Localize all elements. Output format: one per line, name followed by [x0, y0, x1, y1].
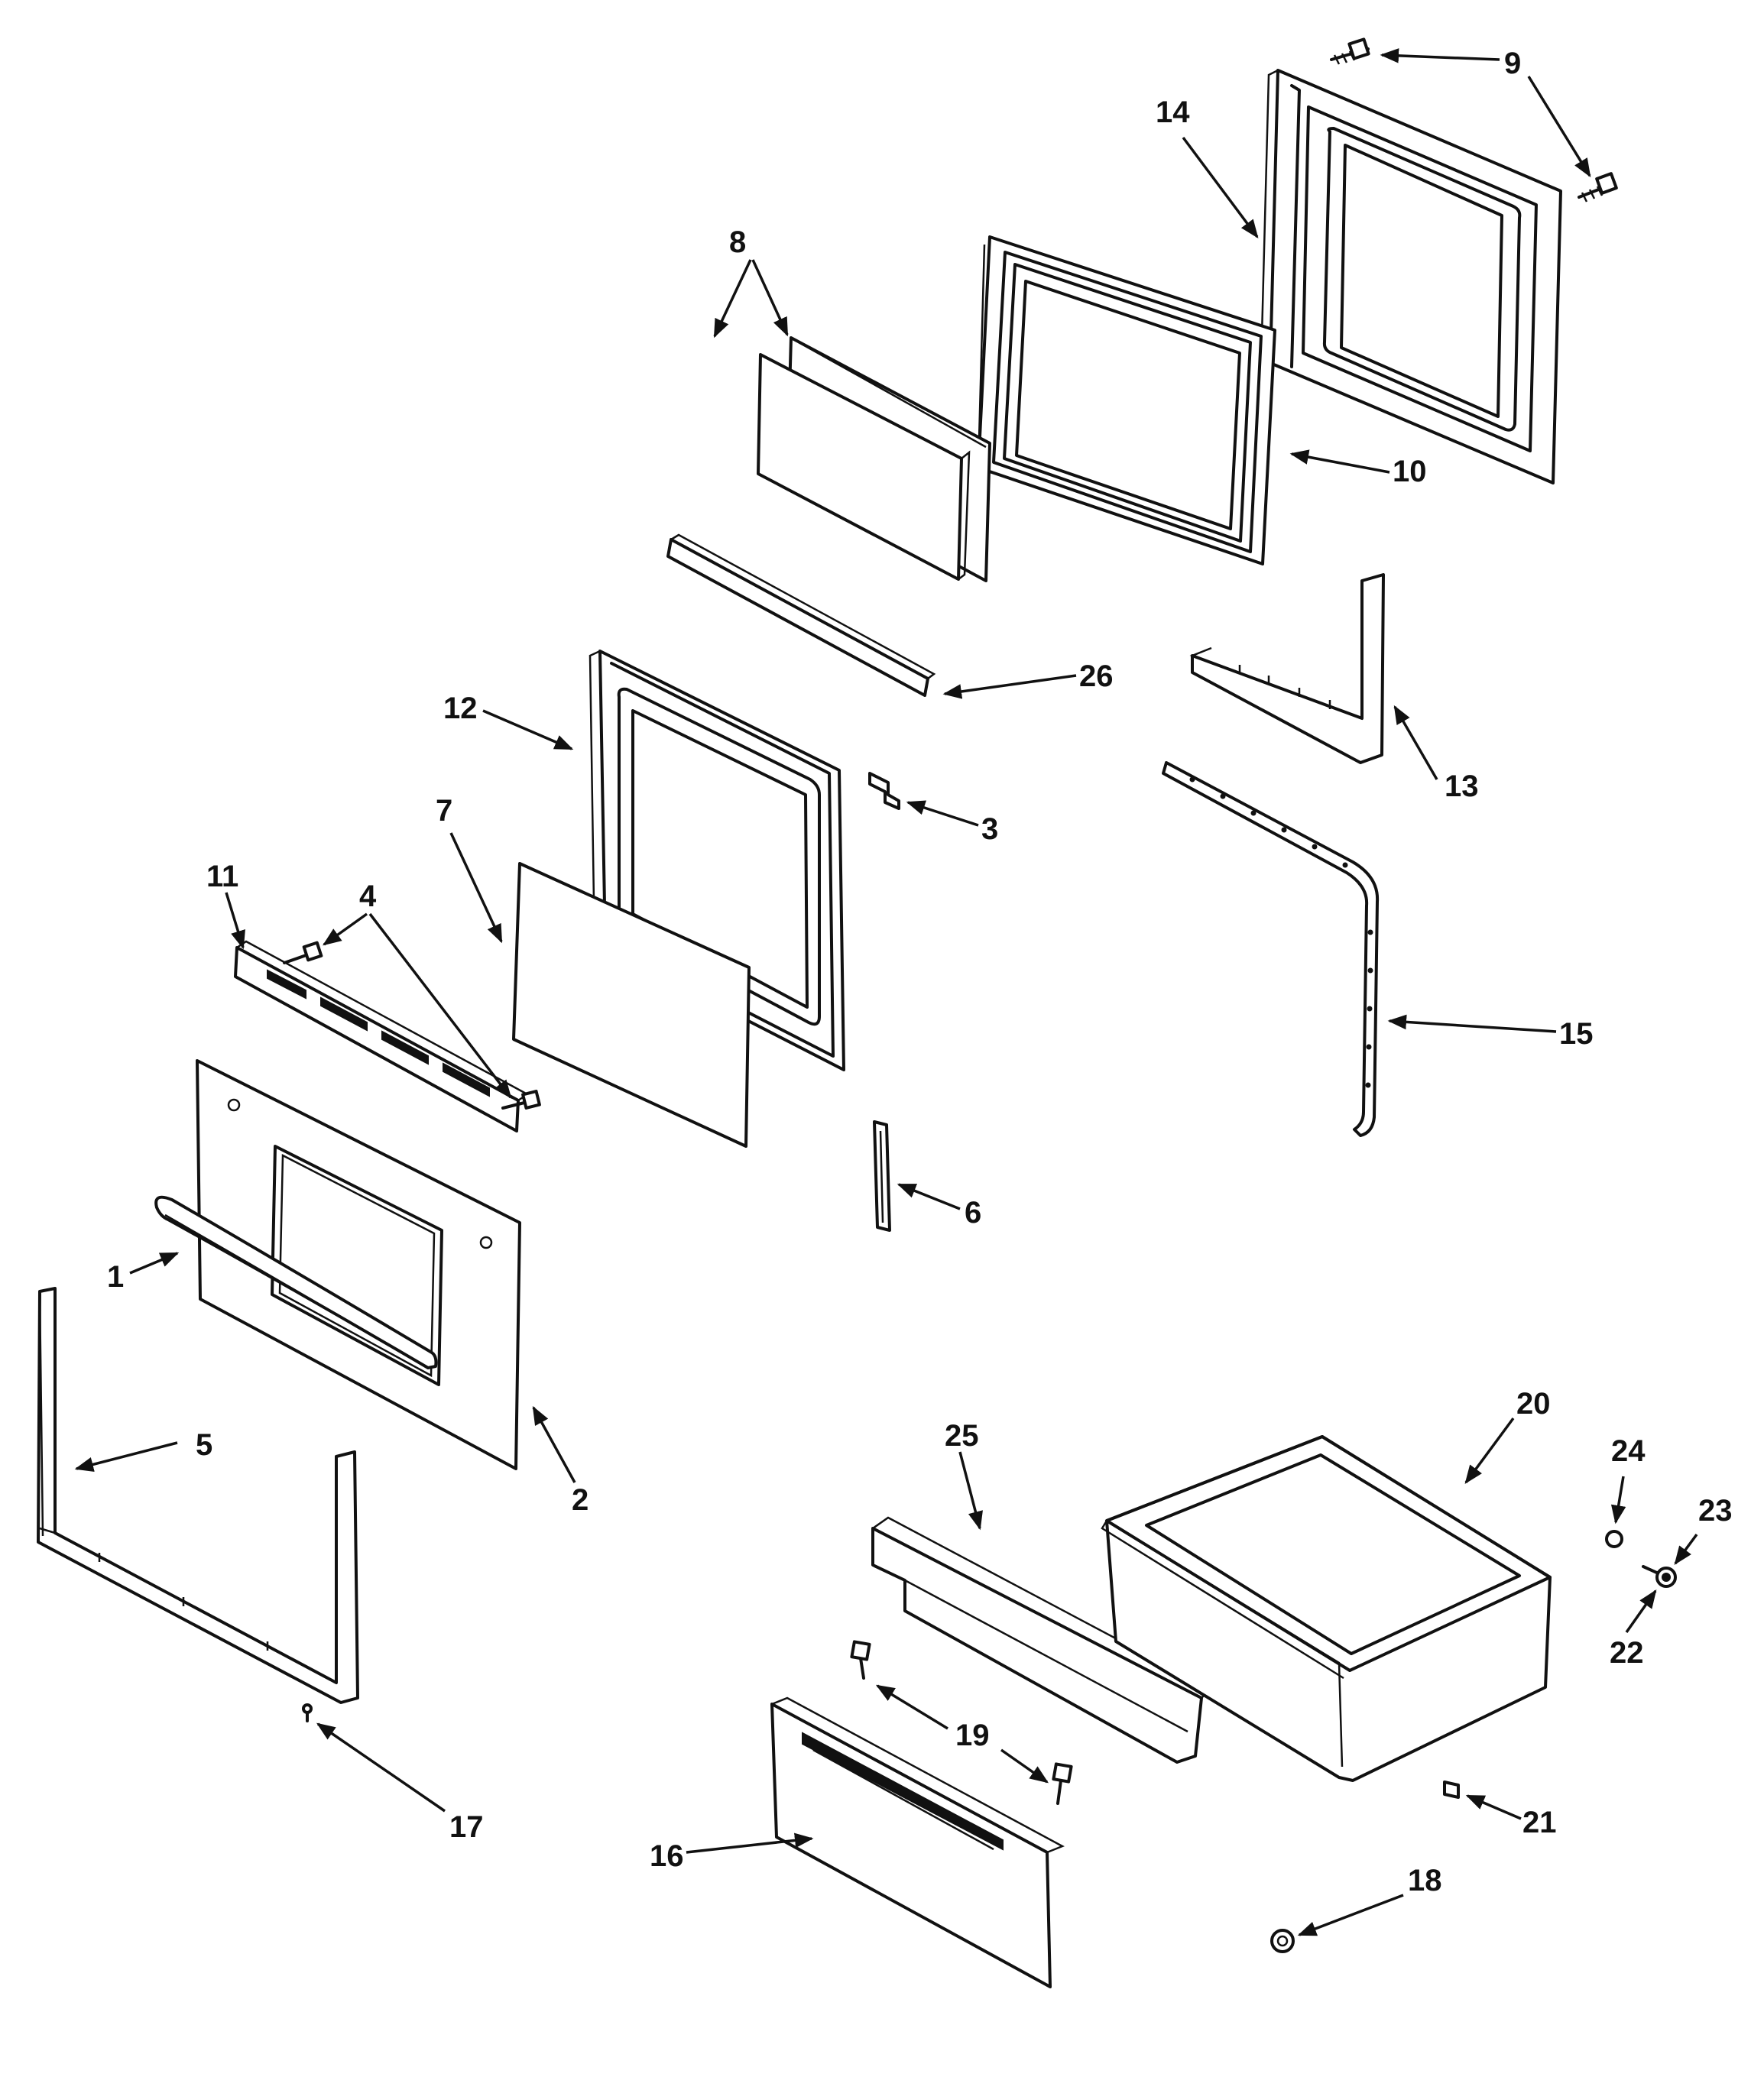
callout-23: 23 — [1698, 1494, 1733, 1528]
part-26-door-strip — [666, 533, 936, 697]
callout-5: 5 — [196, 1428, 212, 1462]
part-21-clip — [1443, 1781, 1460, 1799]
callout-10: 10 — [1393, 455, 1427, 488]
part-6-hinge — [873, 1120, 891, 1232]
part-19-screw-right — [1052, 1762, 1073, 1805]
callout-7: 7 — [436, 794, 452, 828]
part-1-door-handle — [154, 1195, 438, 1369]
callout-2: 2 — [572, 1483, 589, 1517]
callout-4: 4 — [359, 880, 377, 913]
part-8-glass-panels — [757, 336, 991, 582]
callout-26: 26 — [1079, 659, 1114, 693]
callout-22: 22 — [1610, 1636, 1644, 1670]
part-9-screw-top — [1330, 37, 1370, 65]
part-20-storage-drawer — [1101, 1435, 1552, 1782]
callout-16: 16 — [650, 1839, 684, 1873]
part-19-screw-left — [850, 1640, 871, 1680]
callout-12: 12 — [443, 692, 478, 725]
callout-13: 13 — [1445, 770, 1479, 803]
part-17-screw — [302, 1703, 313, 1722]
callout-17: 17 — [449, 1810, 484, 1844]
part-14-outer-door-frame — [1260, 69, 1562, 484]
part-22-23-leveler-bolt — [1642, 1565, 1677, 1588]
part-7-door-glass — [512, 862, 751, 1148]
callout-15: 15 — [1559, 1017, 1594, 1051]
callout-6: 6 — [965, 1196, 981, 1230]
part-2-outer-door-glass — [196, 1059, 521, 1470]
callout-25: 25 — [945, 1419, 979, 1453]
part-4-screw-right — [501, 1090, 541, 1110]
part-3-hinge-bracket — [868, 772, 900, 810]
part-9-screw-right — [1578, 172, 1618, 203]
part-5-lower-door-frame — [37, 1287, 359, 1704]
part-10-door-gasket-frame — [977, 235, 1276, 565]
part-4-screw-left — [283, 941, 323, 964]
callout-14: 14 — [1156, 96, 1190, 129]
callout-24: 24 — [1611, 1434, 1646, 1468]
callout-1: 1 — [107, 1260, 124, 1294]
part-15-door-gasket — [1162, 761, 1380, 1137]
part-18-nut — [1270, 1929, 1295, 1953]
leader-lines — [74, 48, 1698, 1936]
callout-11: 11 — [206, 860, 238, 893]
callout-3: 3 — [981, 812, 998, 846]
callout-8: 8 — [729, 225, 746, 259]
part-24-nut — [1605, 1530, 1623, 1548]
callout-labels: 9 14 8 10 26 12 13 3 7 11 4 15 6 1 5 2 2… — [107, 47, 1733, 1897]
callout-9: 9 — [1504, 47, 1521, 80]
callout-19: 19 — [955, 1719, 990, 1752]
part-13-insulation-bracket — [1189, 573, 1385, 764]
callout-18: 18 — [1408, 1864, 1442, 1897]
part-16-drawer-front — [770, 1696, 1065, 1988]
callout-21: 21 — [1522, 1806, 1557, 1839]
callout-20: 20 — [1516, 1387, 1551, 1421]
